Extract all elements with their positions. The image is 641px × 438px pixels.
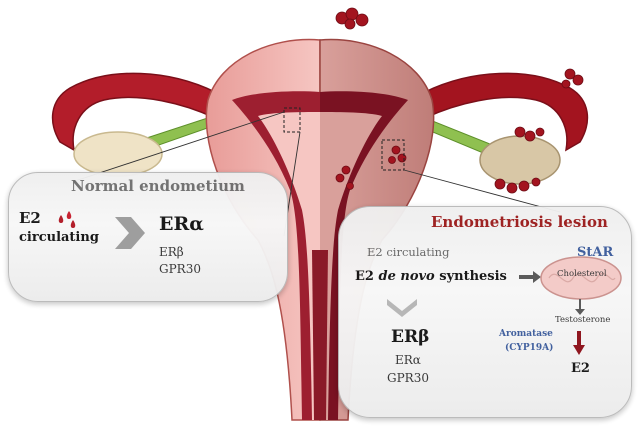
- denovo-italic: de novo: [378, 269, 434, 284]
- chevron-right-icon: [113, 215, 147, 251]
- testosterone-label: Testosterone: [555, 315, 610, 325]
- arrow-down-red-icon: [573, 331, 585, 355]
- right-ovary: [480, 136, 560, 184]
- lesion-er-beta: ERβ: [391, 327, 429, 347]
- normal-endometrium-panel: Normal endometium E2 circulating ERα ERβ…: [8, 172, 288, 302]
- lesion-er-alpha: ERα: [395, 353, 421, 367]
- normal-circulating-label: circulating: [19, 230, 99, 245]
- lesion-e2-product: E2: [571, 361, 590, 376]
- left-ovary: [74, 132, 162, 176]
- denovo-prefix: E2: [355, 269, 378, 284]
- lesion-denovo-synthesis: E2 de novo synthesis: [355, 269, 507, 284]
- blood-drops-icon: [55, 209, 81, 231]
- cyp19a-label: (CYP19A): [505, 343, 553, 353]
- normal-gpr30: GPR30: [159, 262, 201, 276]
- lesion-panel-title: Endometriosis lesion: [431, 213, 608, 231]
- lesion-e2-circulating: E2 circulating: [367, 245, 449, 259]
- normal-e2-label: E2: [19, 209, 41, 227]
- endometriosis-lesion-panel: Endometriosis lesion E2 circulating E2 d…: [338, 206, 632, 418]
- normal-er-beta: ERβ: [159, 245, 184, 259]
- arrow-right-icon: [519, 271, 541, 283]
- normal-er-alpha: ERα: [159, 213, 204, 235]
- aromatase-label: Aromatase: [499, 329, 553, 339]
- normal-panel-title: Normal endometium: [71, 177, 245, 195]
- chevron-down-icon: [385, 297, 419, 319]
- cholesterol-label: Cholesterol: [557, 269, 607, 279]
- arrow-down-small-icon: [575, 299, 585, 315]
- cervix-canal: [312, 250, 328, 420]
- star-label: StAR: [577, 245, 613, 260]
- lesion-gpr30: GPR30: [387, 371, 429, 385]
- denovo-suffix: synthesis: [435, 269, 507, 284]
